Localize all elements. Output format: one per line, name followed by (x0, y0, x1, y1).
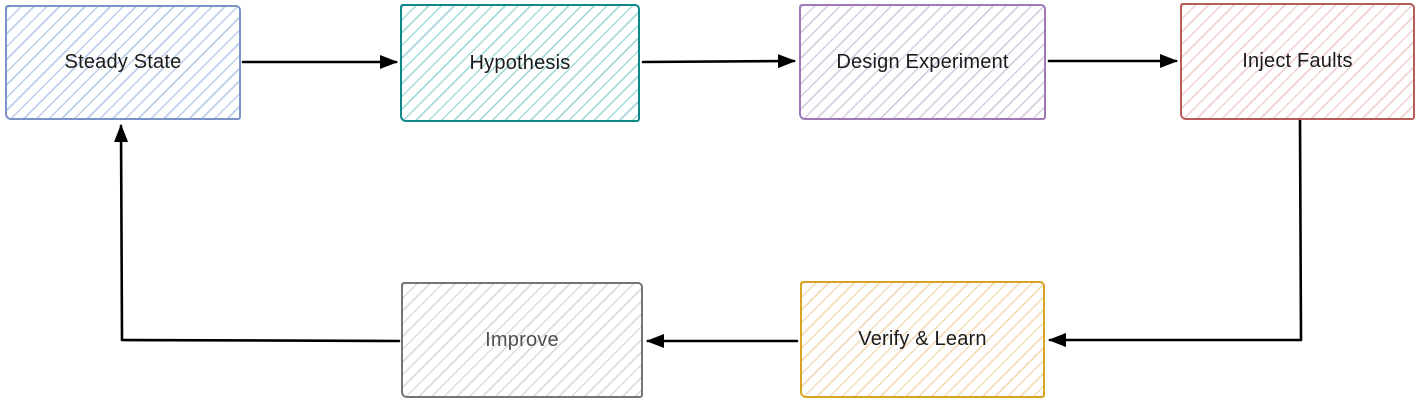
node-verify-learn[interactable]: Verify & Learn (800, 281, 1045, 398)
arrow-inject-faults-to-verify-learn[interactable] (1048, 118, 1303, 347)
node-label-design-experiment: Design Experiment (836, 50, 1009, 73)
node-hypothesis[interactable]: Hypothesis (400, 4, 640, 122)
node-label-verify-learn: Verify & Learn (858, 328, 987, 350)
arrow-improve-to-steady-state[interactable] (114, 124, 401, 343)
node-inject-faults[interactable]: Inject Faults (1180, 3, 1415, 120)
node-label-steady-state: Steady State (64, 51, 182, 73)
node-improve[interactable]: Improve (401, 282, 643, 398)
node-label-inject-faults: Inject Faults (1242, 50, 1353, 72)
node-steady-state[interactable]: Steady State (5, 5, 241, 120)
node-design-experiment[interactable]: Design Experiment (799, 4, 1046, 120)
node-label-improve: Improve (485, 328, 559, 351)
arrow-hypothesis-to-design-experiment[interactable] (641, 54, 796, 69)
node-label-hypothesis: Hypothesis (469, 51, 571, 74)
